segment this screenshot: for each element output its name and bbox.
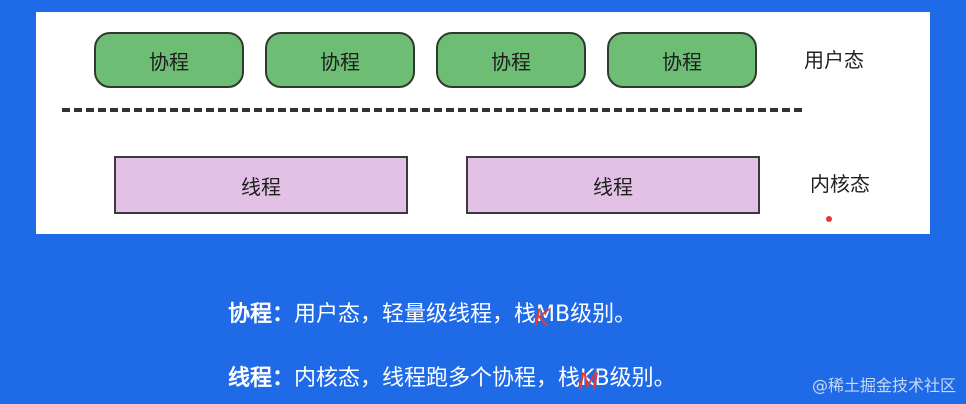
coroutine-box: 协程 xyxy=(265,32,415,88)
description-term: 协程 xyxy=(228,302,273,327)
coroutine-box: 协程 xyxy=(436,32,586,88)
description-term: 线程 xyxy=(228,366,273,391)
thread-box: 线程 xyxy=(114,156,408,214)
thread-box: 线程 xyxy=(466,156,760,214)
coroutine-box: 协程 xyxy=(94,32,244,88)
layer-divider xyxy=(62,108,802,112)
handwritten-correction: M xyxy=(578,368,599,396)
diagram-panel: 协程 协程 协程 协程 用户态 线程 线程 内核态 xyxy=(36,12,930,234)
watermark: @稀土掘金技术社区 xyxy=(811,376,956,395)
coroutine-box: 协程 xyxy=(607,32,757,88)
handwritten-correction: K xyxy=(534,304,550,332)
kernel-layer-label: 内核态 xyxy=(810,172,870,196)
description-text: 用户态，轻量级线程，栈 xyxy=(294,302,537,327)
description-text: B级别。 xyxy=(594,366,676,391)
user-layer-label: 用户态 xyxy=(804,48,864,72)
struck-letter: M xyxy=(536,302,556,327)
description-text: B级别。 xyxy=(555,302,637,327)
description-colon: ： xyxy=(272,366,295,391)
pointer-dot xyxy=(826,216,832,222)
struck-letter: K xyxy=(580,366,595,391)
description-text: 内核态，线程跑多个协程，栈 xyxy=(294,366,581,391)
description-colon: ： xyxy=(272,302,295,327)
